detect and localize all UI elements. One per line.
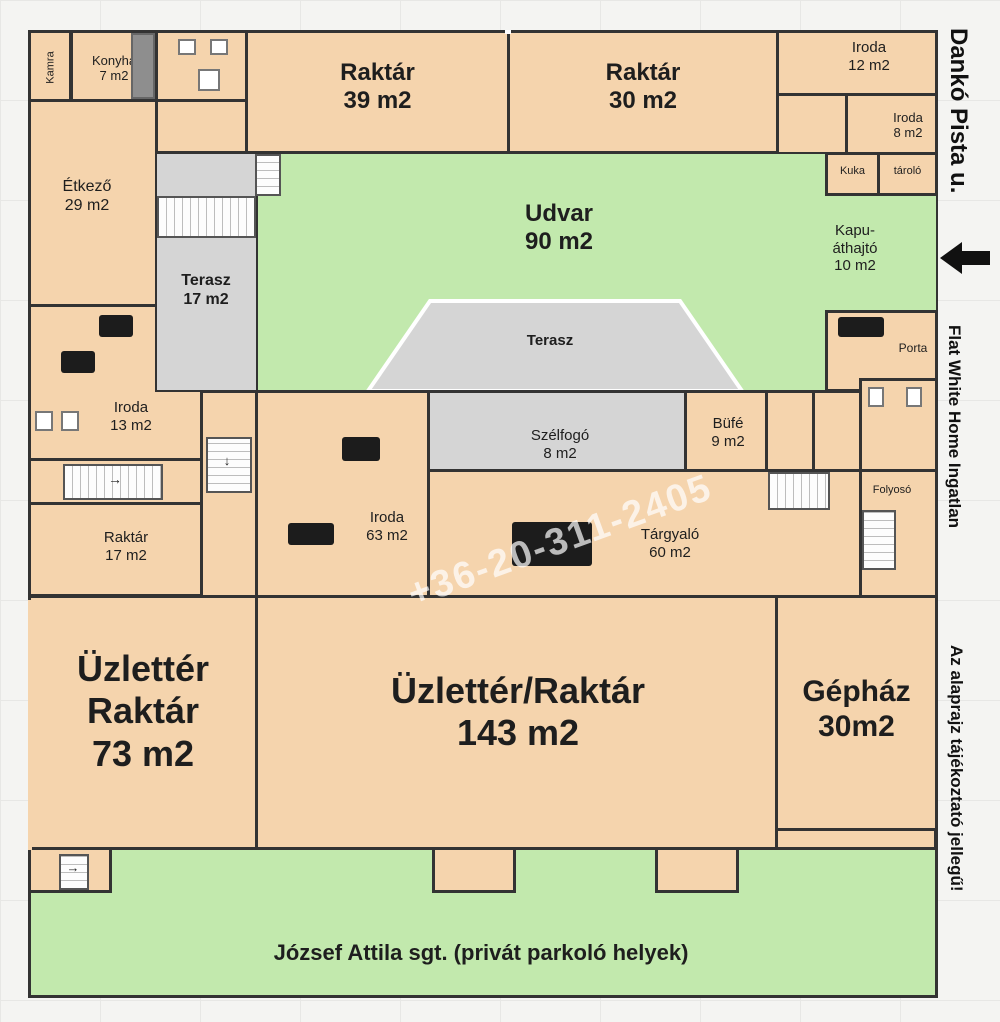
toilet-icon bbox=[61, 411, 79, 431]
room-folyoso-label: Folyosó bbox=[872, 484, 912, 496]
toilet-icon bbox=[178, 39, 196, 55]
arrow-left-icon bbox=[940, 240, 992, 281]
room-udvar-label: Udvar 90 m2 bbox=[524, 200, 594, 256]
room-targyalo-label: Tárgyaló 60 m2 bbox=[640, 526, 700, 561]
room-kuka-label: Kuka bbox=[839, 165, 866, 177]
room-raktar-30-label: Raktár 30 m2 bbox=[605, 59, 681, 115]
room-folyoso: Folyosó bbox=[859, 469, 938, 598]
room-tarolo-label: tároló bbox=[893, 165, 922, 177]
room-terasz-17-label: Terasz 17 m2 bbox=[181, 272, 231, 308]
room-gephaz-label: Gépház 30m2 bbox=[802, 675, 911, 744]
staircase bbox=[255, 154, 281, 196]
room-bathroom bbox=[155, 30, 248, 102]
room-entry-right bbox=[655, 847, 739, 893]
agency-label: Flat White Home Ingatlan bbox=[945, 325, 964, 529]
toilet-icon bbox=[868, 387, 884, 407]
room-kuka: Kuka bbox=[825, 152, 880, 196]
room-uzlet-73-label: Üzlettér Raktár 73 m2 bbox=[76, 648, 210, 774]
room-targyalo: Tárgyaló 60 m2 bbox=[427, 469, 862, 598]
room-etkezo: Étkező 29 m2 bbox=[28, 99, 158, 307]
room-hall-top bbox=[155, 99, 248, 154]
stair-arrow-icon: → bbox=[108, 471, 122, 487]
staircase bbox=[768, 472, 830, 510]
staircase bbox=[157, 196, 256, 238]
room-uzlet-143: Üzlettér/Raktár 143 m2 bbox=[255, 595, 778, 850]
toilet-icon bbox=[210, 39, 228, 55]
desk-icon bbox=[61, 351, 95, 373]
toilet-icon bbox=[35, 411, 53, 431]
room-bufe-label: Büfé 9 m2 bbox=[711, 415, 745, 450]
stair-arrow-icon: ↓ bbox=[223, 453, 231, 468]
room-raktar-17-label: Raktár 17 m2 bbox=[103, 529, 149, 564]
staircase bbox=[206, 437, 252, 493]
room-terasz-17: Terasz 17 m2 bbox=[155, 152, 281, 392]
toilet-icon bbox=[906, 387, 922, 407]
room-kapu-label: Kapu- áthajtó 10 m2 bbox=[832, 222, 878, 275]
window bbox=[505, 30, 511, 34]
staircase bbox=[63, 464, 163, 500]
room-raktar-17: Raktár 17 m2 bbox=[28, 502, 203, 597]
staircase bbox=[862, 510, 896, 570]
room-konyha-label: Konyha 7 m2 bbox=[91, 53, 137, 84]
disclaimer-label: Az alaprajz tájékoztató jellegű! bbox=[947, 645, 966, 892]
room-stair-middle: ↓ bbox=[200, 390, 258, 598]
room-wc-right bbox=[859, 378, 938, 472]
room-iroda-63: Iroda 63 m2 bbox=[255, 390, 430, 598]
room-raktar-30: Raktár 30 m2 bbox=[507, 30, 779, 154]
desk-icon bbox=[838, 317, 884, 337]
room-porta-label: Porta bbox=[898, 341, 928, 355]
room-tarolo: tároló bbox=[877, 152, 938, 196]
staircase bbox=[59, 854, 89, 890]
room-szelfogo-label: Szélfogó 8 m2 bbox=[530, 427, 590, 462]
room-iroda-13-label: Iroda 13 m2 bbox=[110, 399, 152, 434]
room-entry-mid bbox=[432, 847, 516, 893]
room-terasz-label: Terasz bbox=[526, 332, 574, 349]
sink-icon bbox=[198, 69, 220, 91]
street-label: Dankó Pista u. bbox=[945, 28, 972, 194]
desk-icon bbox=[99, 315, 133, 337]
kitchen-counter bbox=[131, 33, 155, 99]
room-raktar-39-label: Raktár 39 m2 bbox=[340, 59, 415, 115]
room-iroda-12: Iroda 12 m2 bbox=[776, 30, 938, 96]
room-hall-a bbox=[765, 390, 815, 472]
room-kamra-label: Kamra bbox=[44, 51, 57, 84]
room-uzlet-73: Üzlettér Raktár 73 m2 bbox=[28, 595, 258, 850]
room-stair-left: → bbox=[28, 458, 203, 505]
room-raktar-39: Raktár 39 m2 bbox=[245, 30, 510, 154]
room-bufe: Büfé 9 m2 bbox=[684, 390, 768, 472]
room-szelfogo: Szélfogó 8 m2 bbox=[427, 390, 687, 472]
stair-arrow-icon: → bbox=[66, 860, 80, 875]
room-iroda-12-label: Iroda 12 m2 bbox=[848, 39, 890, 74]
room-etkezo-label: Étkező 29 m2 bbox=[62, 178, 112, 214]
room-konyha: Konyha 7 m2 bbox=[70, 30, 158, 102]
room-iroda-63-label: Iroda 63 m2 bbox=[366, 509, 408, 544]
room-entry-left: → bbox=[28, 847, 112, 893]
wall-segment bbox=[28, 600, 32, 850]
room-iroda-8: Iroda 8 m2 bbox=[845, 93, 938, 155]
room-gephaz: Gépház 30m2 bbox=[775, 595, 938, 831]
desk-icon bbox=[342, 437, 380, 461]
desk-icon bbox=[288, 523, 334, 545]
parking-label: József Attila sgt. (privát parkoló helye… bbox=[273, 940, 689, 965]
room-iroda-8-label: Iroda 8 m2 bbox=[893, 110, 923, 141]
room-hall-b bbox=[812, 390, 862, 472]
room-uzlet-143-label: Üzlettér/Raktár 143 m2 bbox=[390, 670, 646, 754]
room-kamra: Kamra bbox=[28, 30, 72, 102]
desk-icon bbox=[512, 522, 592, 566]
room-small-hall bbox=[776, 93, 848, 155]
